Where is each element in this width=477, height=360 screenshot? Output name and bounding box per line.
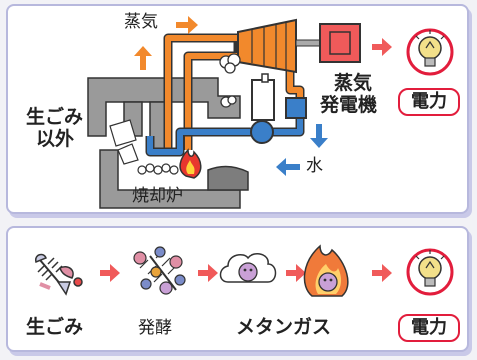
incinerator-structure [87, 77, 249, 209]
arrow-water-down [310, 124, 328, 148]
arrow-steam-up [134, 46, 152, 70]
garbage-label-line1: 生ごみ [26, 106, 84, 128]
gas-cloud-icon [219, 253, 277, 283]
step-methane-label: メタンガス [236, 316, 332, 338]
arrow-3 [286, 264, 306, 282]
arrow-to-power-top [372, 38, 392, 56]
power-badge-bottom: 電力 [398, 314, 460, 342]
arrow-2 [198, 264, 218, 282]
generator-label-line2: 発電機 [320, 94, 378, 116]
power-badge-top: 電力 [398, 88, 460, 116]
water-label: 水 [306, 156, 323, 176]
garbage-label-line2: 以外 [36, 128, 75, 150]
tank [251, 79, 275, 121]
methane-fermentation-panel [6, 226, 469, 352]
microbes-icon [133, 246, 186, 295]
fire-icon [303, 244, 349, 297]
arrow-water-left [276, 158, 300, 176]
fish-bone-icon [35, 253, 83, 296]
pump [250, 120, 274, 144]
garbage-pile [109, 119, 179, 175]
steam-puff [219, 53, 241, 108]
steam-label: 蒸気 [124, 12, 158, 32]
incinerator-label: 焼却炉 [132, 186, 183, 206]
generator [319, 23, 361, 63]
step-fermentation-label: 発酵 [138, 318, 172, 338]
generator-label-line1: 蒸気 [334, 72, 373, 94]
arrow-1 [100, 264, 120, 282]
lightbulb-icon-top [406, 28, 454, 76]
arrow-4 [372, 264, 392, 282]
turbine [237, 18, 297, 74]
arrow-steam-right [176, 16, 198, 34]
step-garbage-label: 生ごみ [26, 316, 84, 338]
lightbulb-icon-bottom [406, 248, 454, 296]
